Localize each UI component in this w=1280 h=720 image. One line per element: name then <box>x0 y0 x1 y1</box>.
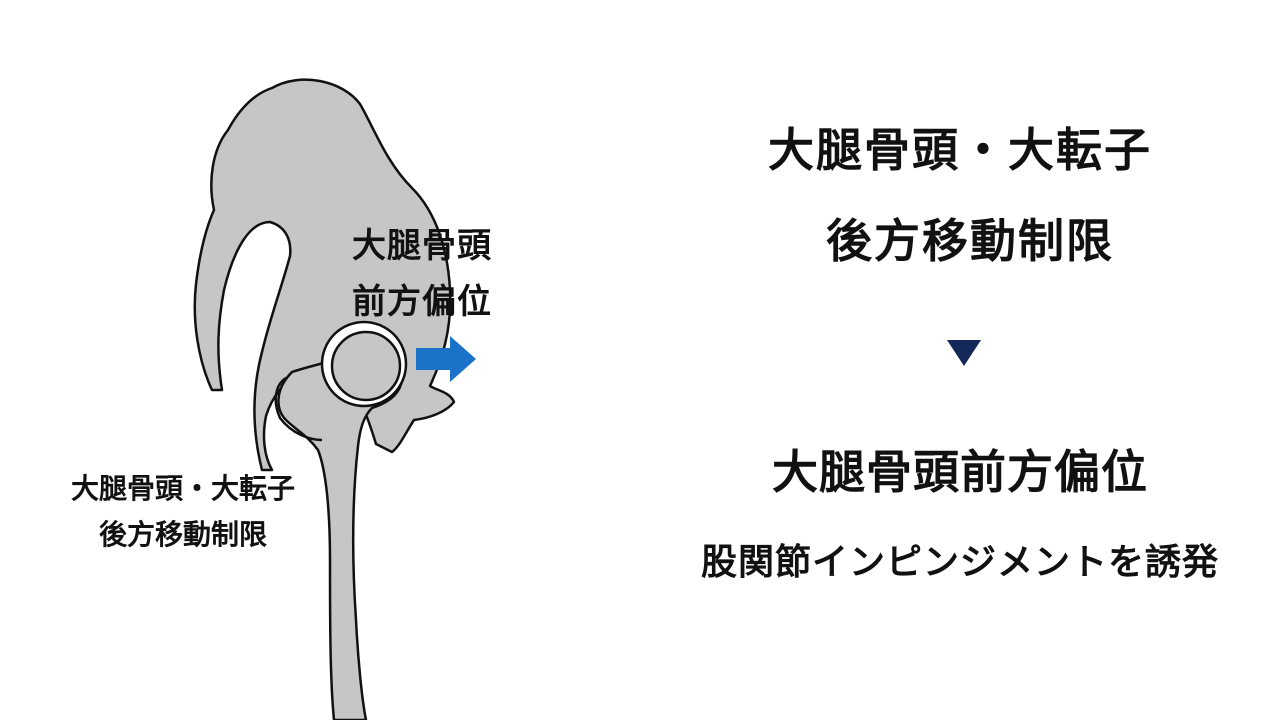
down-triangle-icon <box>947 340 981 366</box>
summary-result: 大腿骨頭前方偏位 <box>772 445 1148 499</box>
callout-restrict-line2: 後方移動制限 <box>98 518 267 551</box>
callout-restrict-line1: 大腿骨頭・大転子 <box>70 472 295 505</box>
greater-trochanter <box>274 376 323 442</box>
summary-panel: 大腿骨頭・大転子 後方移動制限 大腿骨頭前方偏位 股関節インピンジメントを誘発 <box>640 0 1280 720</box>
femoral-head <box>330 330 402 402</box>
callout-head-line2: 前方偏位 <box>352 282 492 322</box>
hip-joint-illustration <box>193 78 476 720</box>
femoral-head-callout: 大腿骨頭 前方偏位 <box>352 218 492 330</box>
restriction-callout: 大腿骨頭・大転子 後方移動制限 <box>48 466 318 558</box>
summary-title-line2: 後方移動制限 <box>826 214 1114 268</box>
summary-effect: 股関節インピンジメントを誘発 <box>700 542 1219 583</box>
right-arrow-icon <box>416 336 476 382</box>
callout-head-line1: 大腿骨頭 <box>352 226 492 266</box>
summary-title-line1: 大腿骨頭・大転子 <box>768 123 1152 177</box>
